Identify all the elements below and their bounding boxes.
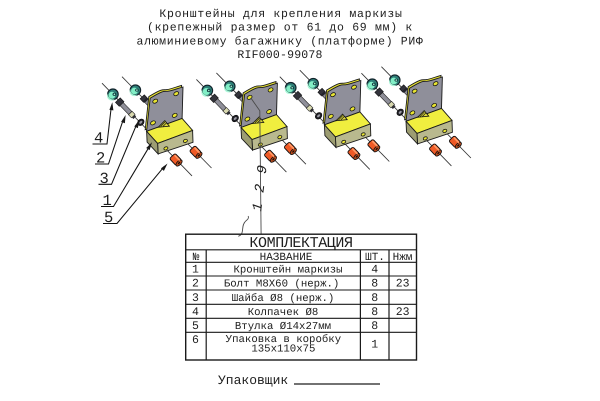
svg-text:Упаковщик: Упаковщик: [218, 373, 288, 388]
svg-text:НАЗВАНИЕ: НАЗВАНИЕ: [260, 252, 313, 264]
svg-text:135х110х75: 135х110х75: [251, 344, 315, 356]
svg-text:6: 6: [192, 334, 199, 347]
svg-text:№: №: [193, 252, 200, 264]
svg-text:8: 8: [371, 278, 378, 291]
svg-text:Нжм: Нжм: [393, 252, 413, 264]
svg-text:4: 4: [371, 264, 378, 277]
svg-text:8: 8: [371, 320, 378, 333]
svg-text:Шайба Ø8 (нерж.): Шайба Ø8 (нерж.): [232, 293, 335, 305]
svg-text:2: 2: [96, 150, 105, 168]
svg-text:8: 8: [371, 292, 378, 305]
svg-text:4: 4: [192, 306, 199, 319]
svg-text:Втулка Ø14х27мм: Втулка Ø14х27мм: [235, 321, 331, 333]
svg-text:Колпачек Ø8: Колпачек Ø8: [248, 307, 319, 319]
svg-text:1: 1: [103, 192, 112, 210]
svg-text:Кронштейны для крепления марки: Кронштейны для крепления маркизы: [159, 8, 402, 21]
svg-text:Кронштейн маркизы: Кронштейн маркизы: [233, 265, 342, 277]
svg-text:алюминиевому багажнику (платфо: алюминиевому багажнику (платформе) РИФ: [137, 35, 424, 48]
svg-text:1: 1: [192, 264, 199, 277]
svg-text:2: 2: [192, 278, 199, 291]
svg-text:(крепежный размер от 61 до 69: (крепежный размер от 61 до 69 мм) к: [147, 22, 413, 35]
svg-text:КОМПЛЕКТАЦИЯ: КОМПЛЕКТАЦИЯ: [249, 235, 352, 252]
svg-text:3: 3: [100, 170, 109, 188]
svg-text:Упаковка в коробку: Упаковка в коробку: [226, 334, 342, 346]
svg-text:23: 23: [396, 278, 410, 291]
svg-text:3: 3: [192, 292, 199, 305]
svg-text:129: 129: [250, 153, 272, 215]
svg-text:1: 1: [371, 339, 378, 352]
svg-text:5: 5: [192, 320, 199, 333]
svg-text:Болт М8Х60 (нерж.): Болт М8Х60 (нерж.): [224, 279, 339, 291]
svg-text:23: 23: [396, 306, 410, 319]
svg-text:8: 8: [371, 306, 378, 319]
svg-text:4: 4: [94, 130, 103, 148]
svg-text:ШТ.: ШТ.: [365, 252, 385, 264]
svg-text:5: 5: [104, 209, 113, 227]
svg-text:RIF000-99078: RIF000-99078: [237, 49, 322, 62]
